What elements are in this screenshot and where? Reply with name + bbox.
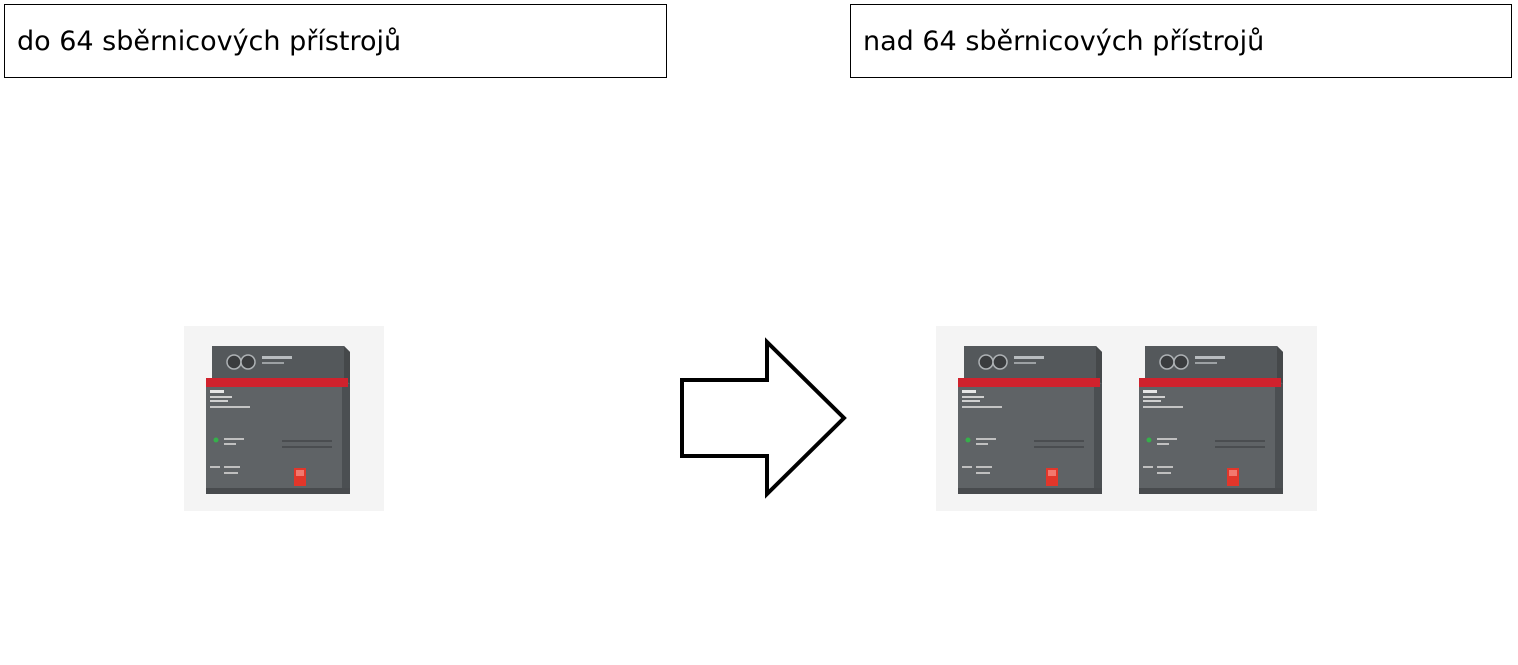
arrow-shape <box>680 337 847 499</box>
label-box-right: nad 64 sběrnicových přístrojů <box>850 4 1512 78</box>
power-supply-device-icon <box>184 326 384 511</box>
power-supply-device-icon <box>1117 326 1317 511</box>
label-up-to-64: do 64 sběrnicových přístrojů <box>17 25 402 57</box>
label-over-64: nad 64 sběrnicových přístrojů <box>863 25 1265 57</box>
right-arrow-icon <box>680 337 847 499</box>
label-box-left: do 64 sběrnicových přístrojů <box>4 4 667 78</box>
power-supply-device-icon <box>936 326 1136 511</box>
